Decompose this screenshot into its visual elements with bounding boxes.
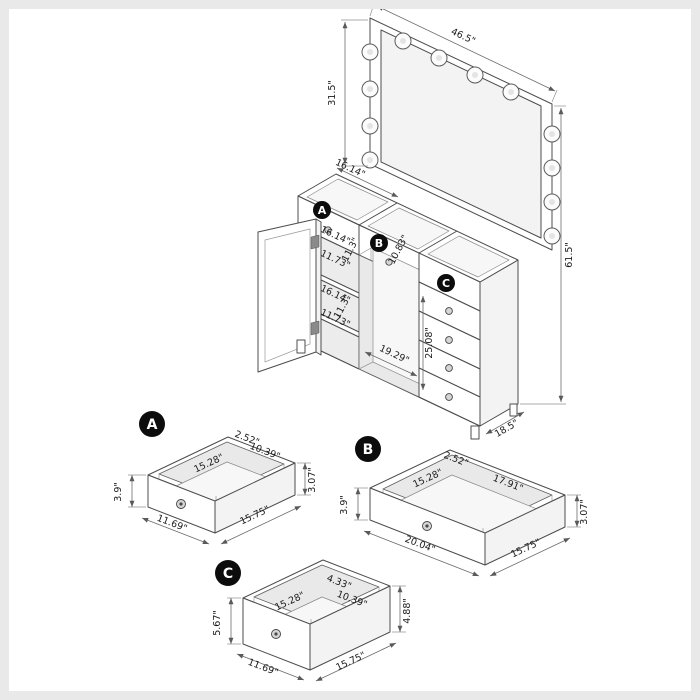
dim-c-outer-depth: 11.69" [246,657,279,679]
cabinet-top-trays [297,173,519,283]
open-cabinet-door [257,218,322,373]
hinge-icon [310,234,320,250]
leg [296,339,306,354]
knob-icon [445,393,453,401]
dim-a-front-height: 3.07" [307,467,318,493]
badge-a-marker [313,201,331,219]
dim-mirror-width: 46.5" [449,26,477,47]
leg [509,403,518,417]
tray-inner-center [367,207,450,250]
drawer-b-detail: B 3.9" 3.07" 20.04" 15.75" 2.52" 15.28" … [339,436,590,577]
knob-icon [324,226,332,234]
knob-icon [445,336,453,344]
drawer-b-badge-letter: B [363,442,374,458]
tray-inner-left [306,178,389,221]
badge-b-marker [370,234,388,252]
badge-a-letter: A [318,204,327,217]
door-panel [257,218,317,373]
tray-divider [418,230,458,254]
dim-c-front-height: 4.88" [402,598,413,624]
drawer-stack [418,252,481,427]
dim-a-back-height: 3.9" [113,482,124,501]
tray-divider [358,202,398,226]
drawer-c-detail: C 5.67" 4.88" 11.69" 15.75" 4.33" 15.28"… [212,559,413,682]
dim-c-back-height: 5.67" [212,610,223,636]
drawer-a-detail: A 3.9" 3.07" 15.75" 11.69" 2.52" 10.39" … [113,411,318,545]
main-part-badges: A B C [313,201,455,292]
dim-mirror-height: 31.5" [327,80,338,106]
drawer-a-badge-letter: A [147,417,158,433]
knob-icon [385,258,393,266]
badge-c-letter: C [442,277,450,290]
leg [470,425,480,440]
dim-b-back-height: 3.9" [339,495,350,514]
knob-icon [445,364,453,372]
dim-overall-depth: 18.5" [493,418,521,440]
dim-overall-height: 61.5" [564,242,575,268]
dim-knee-height: 25.08" [424,327,435,359]
drawer-b-badge [355,436,381,462]
dim-b-front-height: 3.07" [579,499,590,525]
knob-icon [445,307,453,315]
drawer-c-badge [215,560,241,586]
badge-b-letter: B [375,237,383,250]
hinge-icon [310,320,320,336]
badge-c-marker [437,274,455,292]
cabinet-side-panel [479,259,519,427]
door-inner-border [264,228,311,363]
drawer-c-badge-letter: C [223,566,233,582]
tray-inner-right [427,235,510,278]
drawer-a-badge [139,411,165,437]
